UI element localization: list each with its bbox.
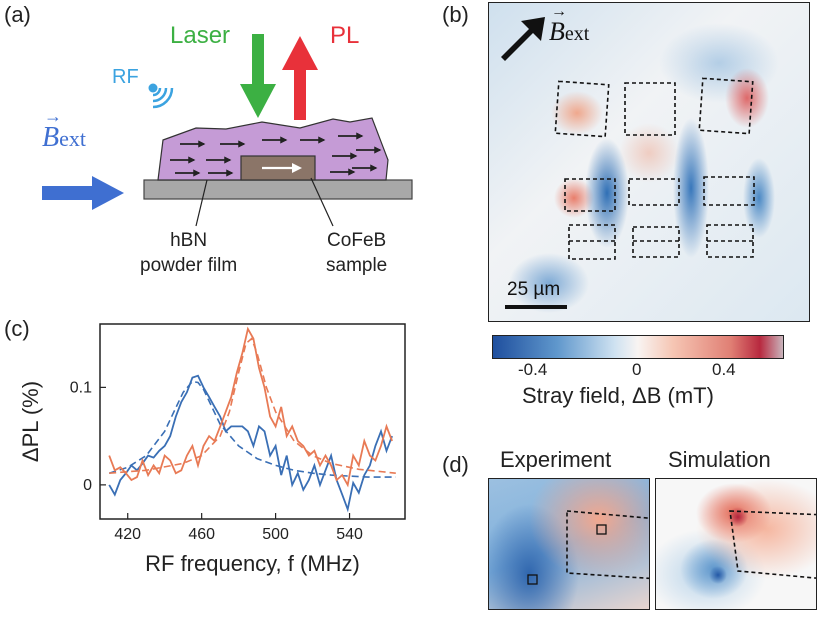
panel-b-label: (b) — [442, 2, 469, 27]
hbn-label: hBN powder film — [140, 230, 238, 276]
panel-c-label: (c) — [4, 316, 30, 341]
y-axis-label: ΔPL (%) — [18, 381, 43, 462]
laser-label: Laser — [170, 22, 231, 49]
series-line-1 — [108, 380, 396, 478]
series-line-0 — [108, 374, 393, 513]
bext-label-a: → B ext — [42, 106, 86, 153]
series-line-2 — [108, 326, 393, 488]
colorbar-tick-zero: 0 — [632, 360, 642, 379]
laser-arrow — [240, 34, 276, 118]
bext-arrow-b — [501, 17, 545, 61]
stray-field-map: → B ext 25 µm — [488, 2, 810, 322]
plot-frame — [99, 323, 406, 520]
x-axis-label: RF frequency, f (MHz) — [145, 551, 360, 576]
rf-label: RF — [112, 66, 139, 88]
experiment-label: Experiment — [500, 447, 612, 472]
hbn-film — [157, 117, 389, 181]
scale-bar-label: 25 µm — [507, 279, 561, 300]
pl-arrow — [282, 36, 318, 120]
x-tick-label: 460 — [188, 526, 215, 543]
x-tick-label: 420 — [114, 526, 141, 543]
film-magnetization-arrows — [170, 132, 382, 177]
simulation-map — [655, 478, 817, 610]
bext-arrow — [42, 176, 124, 210]
pl-label: PL — [330, 22, 360, 49]
panel-a-label: (a) — [4, 2, 31, 27]
panel-d-label: (d) — [442, 452, 469, 477]
simulation-label: Simulation — [668, 447, 771, 472]
substrate — [143, 179, 413, 200]
colorbar — [492, 335, 784, 359]
x-tick-label: 500 — [262, 526, 289, 543]
roi-marker — [596, 524, 607, 535]
series-line-3 — [109, 337, 396, 474]
sample-outlines — [501, 17, 755, 309]
experiment-map — [488, 478, 650, 610]
x-tick-label: 540 — [336, 526, 363, 543]
cofeb-label: CoFeB sample — [326, 230, 388, 276]
roi-marker — [527, 574, 538, 585]
y-tick-label: 0 — [83, 477, 92, 494]
colorbar-tick-min: -0.4 — [518, 360, 548, 379]
colorbar-tick-max: 0.4 — [712, 360, 736, 379]
bext-label-b: → B ext — [549, 3, 590, 46]
scale-bar — [505, 305, 567, 309]
panel-a-schematic — [42, 34, 413, 227]
pl-spectrum-chart: 420 460 500 540 0 0.1 RF frequency, f (MHz) ΔPL… — [18, 323, 406, 576]
y-tick-label: 0.1 — [70, 379, 92, 396]
vector-arrow-icon: → — [44, 106, 62, 126]
rf-icon — [148, 83, 174, 109]
colorbar-title: Stray field, ΔB (mT) — [522, 383, 714, 408]
